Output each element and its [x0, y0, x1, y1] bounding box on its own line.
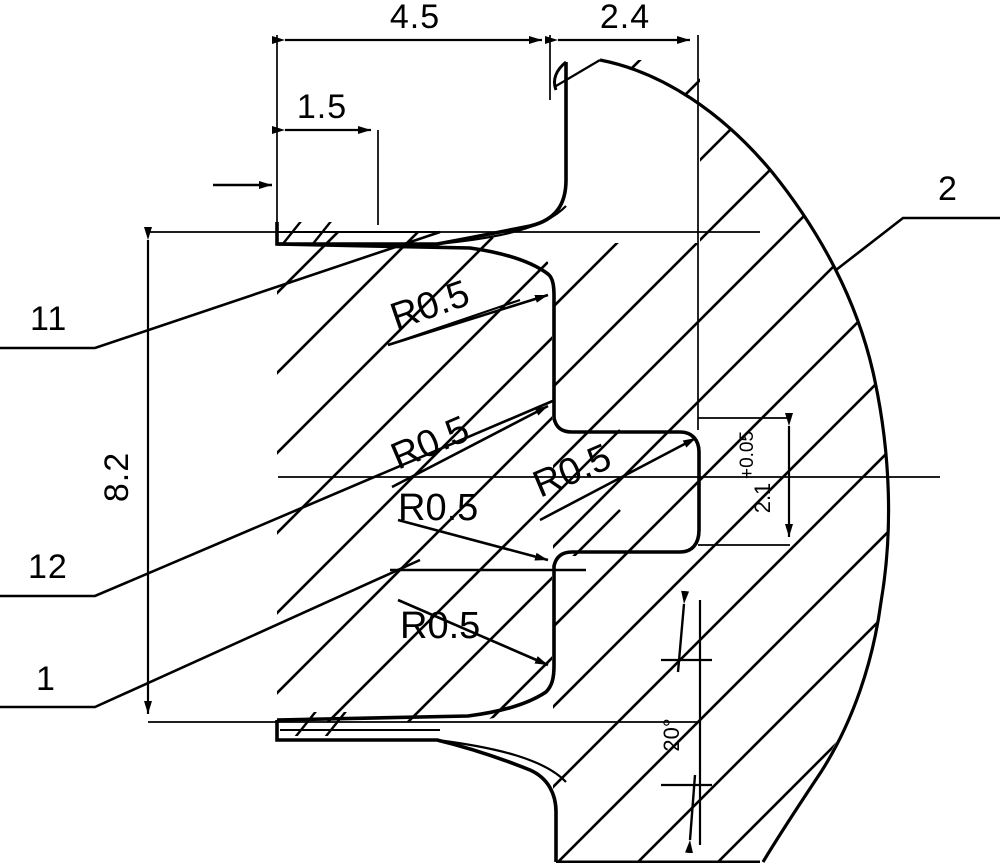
dimension-2-4: 2.4 [545, 0, 690, 44]
dim-label-8-2: 8.2 [98, 452, 136, 502]
radius-label-4: R0.5 [398, 487, 478, 529]
part-label-12-group: 12 [0, 398, 556, 598]
dim-label-2-4: 2.4 [600, 0, 650, 36]
dim-label-4-5: 4.5 [390, 0, 440, 36]
leader-line-2 [835, 216, 1000, 272]
radius-leader-1-base [387, 298, 521, 347]
groove-upper-shelf [552, 417, 701, 530]
leader-line-1 [0, 558, 421, 709]
radius-leader-5 [397, 598, 549, 667]
radius-label-5: R0.5 [400, 605, 480, 647]
radius-callout-5: R0.5 [397, 598, 549, 667]
tooth-tip-upper [552, 60, 567, 91]
upper-flank-outline [276, 242, 556, 418]
radius-callout-1: R0.5 [385, 273, 549, 347]
edge-bottom-inner [436, 738, 567, 783]
radius-callout-3: R0.5 [527, 436, 697, 522]
leader-line-11 [0, 230, 441, 350]
edge-body-top [555, 59, 601, 87]
dimension-8-2: 8.2 [98, 227, 152, 714]
dim-label-2-1: 2.1 [750, 483, 775, 514]
dimension-4-5: 4.5 [272, 0, 542, 44]
part-label-1: 1 [36, 660, 56, 698]
flange-hatch-top [281, 222, 332, 244]
radius-leader-3 [539, 436, 697, 522]
reference-lines-group [148, 35, 940, 723]
bottom-lip-outline [275, 720, 558, 862]
part-label-11-group: 11 [0, 230, 441, 350]
part-label-1-group: 1 [0, 558, 421, 709]
dim-label-2-1-tolerance: +0.05 [737, 431, 758, 479]
part-label-2-group: 2 [835, 170, 1000, 272]
part-label-11: 11 [30, 300, 67, 338]
outer-body-curve [599, 58, 891, 863]
flange-hatch-bottom [294, 712, 347, 736]
groove-lower-shelf [552, 529, 701, 666]
radius-callout-4: R0.5 [390, 487, 586, 572]
angle-arrow-upper [676, 590, 690, 673]
radius-label-1: R0.5 [385, 273, 475, 339]
part-label-2: 2 [938, 170, 958, 208]
part-label-12: 12 [28, 548, 68, 586]
dimension-2-1: 2.1 +0.05 [737, 413, 793, 537]
radius-leader-2 [391, 404, 549, 489]
dimension-1-5: 1.5 [272, 88, 371, 134]
dimension-angle-20: 20° [659, 590, 712, 854]
section-hatching-left-group [277, 232, 621, 722]
leader-line-12 [0, 398, 556, 598]
dim-label-1-5: 1.5 [297, 88, 347, 126]
dim-label-20-degrees: 20° [659, 718, 684, 751]
edge-top-inner [436, 205, 567, 246]
internal-edges-group [436, 59, 601, 783]
radius-leader-4 [397, 518, 549, 562]
lower-flank-outline [276, 665, 556, 722]
